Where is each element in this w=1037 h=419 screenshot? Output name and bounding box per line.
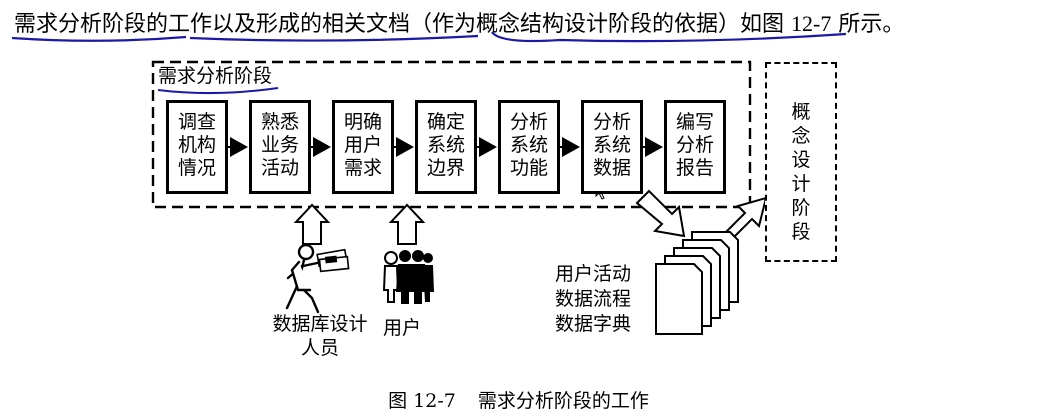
page-heading: 需求分析阶段的工作以及形成的相关文档（作为概念结构设计阶段的依据）如图 12-7… xyxy=(14,6,904,38)
step-familiarize-business: 熟悉业务活动 xyxy=(249,100,311,194)
money-bundle-icon xyxy=(316,248,350,273)
step-define-system-boundary: 确定系统边界 xyxy=(415,100,477,194)
designer-label: 数据库设计 人员 xyxy=(272,313,368,359)
step-write-analysis-report: 编写分析报告 xyxy=(664,100,726,194)
heading-underline-3 xyxy=(491,31,847,43)
doc-data-dictionary: 数据字典 xyxy=(555,313,632,335)
caption-number: 图 12-7 xyxy=(388,390,456,412)
step-clarify-user-needs: 明确用户需求 xyxy=(332,100,394,194)
phase-title-underline xyxy=(157,87,279,95)
heading-underline-1 xyxy=(11,35,187,42)
user-group-figure xyxy=(382,250,434,304)
designer-input-arrow xyxy=(293,203,331,245)
heading-suffix: 所示。 xyxy=(831,12,905,37)
user-label: 用户 xyxy=(383,317,422,339)
heading-figure-ref: 12-7 xyxy=(791,11,832,36)
step-investigate-org: 调查机构情况 xyxy=(166,100,228,194)
concept-design-stage: 概念设计阶段 xyxy=(765,62,837,262)
document-stack xyxy=(655,231,739,335)
document-labels: 用户活动 数据流程 数据字典 xyxy=(555,262,631,337)
heading-prefix: 需求分析阶段的工作以及形成的相关文档（作为概念结构设计阶段的依据）如图 xyxy=(14,12,791,37)
phase-frame xyxy=(151,60,752,209)
doc-user-activity: 用户活动 xyxy=(555,263,632,285)
step-analyze-system-data: 分析系统数据 xyxy=(581,100,643,194)
figure-caption: 图 12-7 需求分析阶段的工作 xyxy=(0,386,1037,413)
phase-title: 需求分析阶段 xyxy=(158,65,273,87)
user-input-arrow xyxy=(388,203,426,245)
to-documents-arrow xyxy=(635,189,686,238)
caption-title: 需求分析阶段的工作 xyxy=(477,390,649,412)
step-analyze-system-functions: 分析系统功能 xyxy=(498,100,560,194)
doc-data-flow: 数据流程 xyxy=(555,288,632,310)
heading-underline-2 xyxy=(189,34,479,42)
